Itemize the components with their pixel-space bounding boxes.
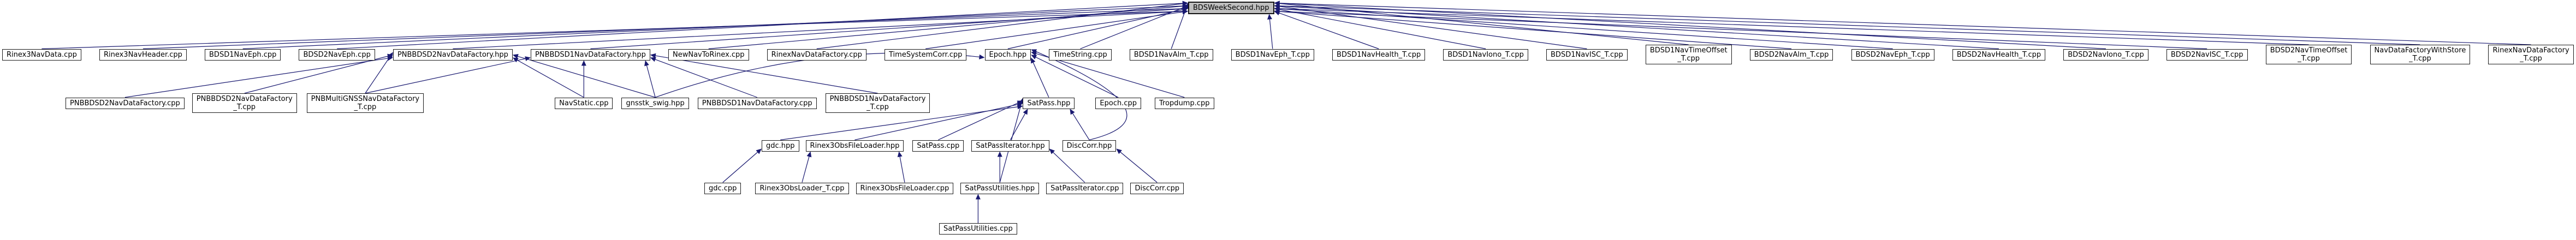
node-satpassiterator-hpp[interactable]: SatPassIterator.hpp	[971, 140, 1049, 152]
node-tropdump-cpp[interactable]: Tropdump.cpp	[1155, 97, 1214, 109]
node-gdc-cpp[interactable]: gdc.cpp	[704, 182, 741, 194]
node-rinex3obsfileloader-cpp[interactable]: Rinex3ObsFileLoader.cpp	[856, 182, 954, 194]
node-pnbbdsd2navdatafactory-cpp[interactable]: PNBBDSD2NavDataFactory.cpp	[66, 97, 185, 109]
node-satpassiterator-cpp[interactable]: SatPassIterator.cpp	[1046, 182, 1124, 194]
node-pnbbdsd2navdatafactory-hpp[interactable]: PNBBDSD2NavDataFactory.hpp	[393, 49, 513, 61]
node-epoch-hpp[interactable]: Epoch.hpp	[984, 49, 1031, 61]
node-epoch-cpp[interactable]: Epoch.cpp	[1095, 97, 1142, 109]
node-timestring-cpp[interactable]: TimeString.cpp	[1049, 49, 1112, 61]
node-bdsd2naveph-t-cpp[interactable]: BDSD2NavEph_T.cpp	[1851, 49, 1934, 61]
graph-row-5: gdc.cpp Rinex3ObsLoader_T.cpp Rinex3ObsFil…	[0, 181, 2576, 195]
node-satpassutilities-hpp[interactable]: SatPassUtilities.hpp	[960, 182, 1040, 194]
node-bdsd2navisc-t-cpp[interactable]: BDSD2NavISC_T.cpp	[2166, 49, 2248, 61]
graph-row-6: SatPassUtilities.cpp	[0, 221, 2576, 236]
node-satpass-cpp[interactable]: SatPass.cpp	[912, 140, 964, 152]
graph-row-3: PNBBDSD2NavDataFactory.cpp PNBBDSD2NavDat…	[0, 92, 2576, 115]
node-satpassutilities-cpp[interactable]: SatPassUtilities.cpp	[939, 223, 1017, 235]
node-bdsd1navalm-t-cpp[interactable]: BDSD1NavAlm_T.cpp	[1129, 49, 1213, 61]
node-bdsd1naviono-t-cpp[interactable]: BDSD1NavIono_T.cpp	[1443, 49, 1528, 61]
node-rinexnavdatafactory-t-cpp[interactable]: RinexNavDataFactory _T.cpp	[2488, 45, 2574, 64]
node-rinex3navdata-cpp[interactable]: Rinex3NavData.cpp	[2, 49, 81, 61]
node-navdatafactorywithstore-t-cpp[interactable]: NavDataFactoryWithStore _T.cpp	[2370, 45, 2471, 64]
node-pnbbdsd2navdatafactory-t-cpp[interactable]: PNBBDSD2NavDataFactory _T.cpp	[192, 93, 297, 113]
graph-row-4: gdc.hpp Rinex3ObsFileLoader.hpp SatPass.cp…	[0, 139, 2576, 153]
node-bdsd2naveph-cpp[interactable]: BDSD2NavEph.cpp	[299, 49, 375, 61]
node-bdsd2navhealth-t-cpp[interactable]: BDSD2NavHealth_T.cpp	[1952, 49, 2046, 61]
node-bdsd1navtimeoffset-t-cpp[interactable]: BDSD1NavTimeOffset _T.cpp	[1645, 45, 1732, 64]
node-bdsweeksecond-hpp[interactable]: BDSWeekSecond.hpp	[1188, 1, 1274, 14]
graph-row-2: Rinex3NavData.cpp Rinex3NavHeader.cpp BDSD…	[0, 44, 2576, 65]
node-bdsd1naveph-cpp[interactable]: BDSD1NavEph.cpp	[205, 49, 281, 61]
node-timesystemcorr-cpp[interactable]: TimeSystemCorr.cpp	[885, 49, 967, 61]
node-gnsstk-swig-hpp[interactable]: gnsstk_swig.hpp	[621, 97, 689, 109]
node-rinex3obsfileloader-hpp[interactable]: Rinex3ObsFileLoader.hpp	[805, 140, 904, 152]
node-bdsd1naveph-t-cpp[interactable]: BDSD1NavEph_T.cpp	[1231, 49, 1314, 61]
node-newnavtorinex-cpp[interactable]: NewNavToRinex.cpp	[668, 49, 749, 61]
node-bdsd2naviono-t-cpp[interactable]: BDSD2NavIono_T.cpp	[2063, 49, 2148, 61]
node-gdc-hpp[interactable]: gdc.hpp	[762, 140, 799, 152]
node-bdsd1navisc-t-cpp[interactable]: BDSD1NavISC_T.cpp	[1546, 49, 1628, 61]
node-navstatic-cpp[interactable]: NavStatic.cpp	[555, 97, 613, 109]
node-disccorr-cpp[interactable]: DiscCorr.cpp	[1130, 182, 1184, 194]
node-disccorr-hpp[interactable]: DiscCorr.hpp	[1062, 140, 1117, 152]
node-pnbbdsd1navdatafactory-hpp[interactable]: PNBBDSD1NavDataFactory.hpp	[530, 49, 650, 61]
node-bdsd2navalm-t-cpp[interactable]: BDSD2NavAlm_T.cpp	[1749, 49, 1833, 61]
node-rinex3obsloader-t-cpp[interactable]: Rinex3ObsLoader_T.cpp	[755, 182, 849, 194]
node-bdsd1navhealth-t-cpp[interactable]: BDSD1NavHealth_T.cpp	[1332, 49, 1426, 61]
node-rinex3navheader-cpp[interactable]: Rinex3NavHeader.cpp	[99, 49, 187, 61]
node-pnbbdsd1navdatafactory-t-cpp[interactable]: PNBBDSD1NavDataFactory _T.cpp	[825, 93, 930, 113]
node-rinexnavdatafactory-cpp[interactable]: RinexNavDataFactory.cpp	[767, 49, 866, 61]
node-pnbbdsd1navdatafactory-cpp[interactable]: PNBBDSD1NavDataFactory.cpp	[697, 97, 817, 109]
node-bdsd2navtimeoffset-t-cpp[interactable]: BDSD2NavTimeOffset _T.cpp	[2265, 45, 2352, 64]
node-satpass-hpp[interactable]: SatPass.hpp	[1023, 97, 1075, 109]
node-pnbmultignssnavdatafactory-t-cpp[interactable]: PNBMultiGNSSNavDataFactory _T.cpp	[306, 93, 424, 113]
graph-row-1: BDSWeekSecond.hpp	[0, 0, 2576, 15]
